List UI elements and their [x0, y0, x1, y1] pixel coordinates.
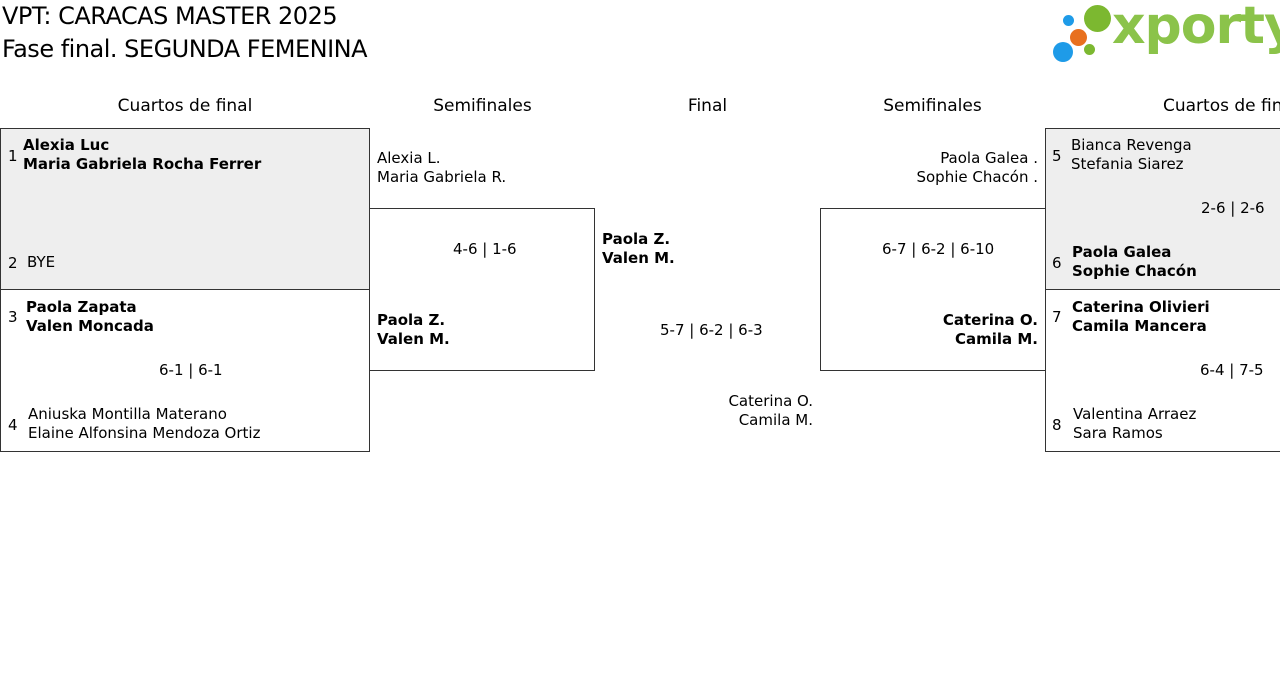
logo-dot-green-small [1084, 44, 1095, 55]
match-score: 6-1 | 6-1 [159, 361, 223, 379]
logo-dot-orange [1070, 29, 1087, 46]
seed-number: 8 [1052, 416, 1062, 434]
player-name: Caterina O. [942, 311, 1038, 329]
player-name: Valen Moncada [26, 317, 154, 335]
player-name: Alexia L. [377, 149, 441, 167]
team-entry[interactable]: Alexia Luc Maria Gabriela Rocha Ferrer [23, 136, 261, 174]
player-name: Maria Gabriela Rocha Ferrer [23, 155, 262, 173]
team-entry[interactable]: Alexia L. Maria Gabriela R. [377, 149, 506, 187]
right-sf-match[interactable] [820, 208, 1046, 371]
logo-dot-green-large [1084, 5, 1111, 32]
round-header-right-sf: Semifinales [883, 96, 982, 116]
round-header-left-qf: Cuartos de final [117, 96, 253, 116]
round-header-right-qf: Cuartos de final [1163, 96, 1280, 116]
player-name: Camila M. [954, 330, 1038, 348]
player-name: Stefania Siarez [1071, 155, 1184, 173]
player-name: Valen M. [377, 330, 450, 348]
page-title: VPT: CARACAS MASTER 2025 [2, 2, 338, 30]
xporty-logo[interactable]: xporty [1050, 0, 1280, 68]
team-entry[interactable]: Paola Zapata Valen Moncada [26, 298, 154, 336]
right-qf-match-2[interactable] [1045, 289, 1280, 452]
page-subtitle: Fase final. SEGUNDA FEMENINA [2, 35, 368, 63]
left-sf-match[interactable] [369, 208, 595, 371]
player-name: Caterina O. [728, 392, 813, 410]
player-name: Alexia Luc [23, 136, 110, 154]
match-score: 2-6 | 2-6 [1201, 199, 1265, 217]
seed-number: 5 [1052, 147, 1062, 165]
seed-number: 6 [1052, 254, 1062, 272]
left-qf-match-1[interactable] [0, 128, 370, 290]
player-name: Sophie Chacón . [916, 168, 1038, 186]
team-entry[interactable]: Paola Z. Valen M. [377, 311, 450, 349]
player-name: Camila M. [738, 411, 813, 429]
player-name: Sara Ramos [1073, 424, 1163, 442]
player-name: Camila Mancera [1072, 317, 1207, 335]
player-name: Bianca Revenga [1071, 136, 1192, 154]
player-name: Caterina Olivieri [1072, 298, 1210, 316]
team-entry[interactable]: Aniuska Montilla Materano Elaine Alfonsi… [28, 405, 260, 443]
seed-number: 4 [8, 416, 18, 434]
player-name: Maria Gabriela R. [377, 168, 507, 186]
team-entry: BYE [27, 253, 55, 272]
seed-number: 1 [8, 147, 18, 165]
player-name: Sophie Chacón [1072, 262, 1197, 280]
player-name: Paola Galea [1072, 243, 1172, 261]
player-name: Paola Zapata [26, 298, 137, 316]
player-name: Paola Z. [377, 311, 446, 329]
match-score: 6-7 | 6-2 | 6-10 [882, 240, 995, 258]
player-name: Aniuska Montilla Materano [28, 405, 227, 423]
logo-dot-blue-small [1063, 15, 1074, 26]
team-entry[interactable]: Paola Galea Sophie Chacón [1072, 243, 1197, 281]
player-name: Paola Galea . [940, 149, 1038, 167]
final-runner-up[interactable]: Caterina O. Camila M. [728, 392, 813, 430]
player-name: BYE [27, 253, 56, 271]
seed-number: 7 [1052, 308, 1062, 326]
player-name: Elaine Alfonsina Mendoza Ortiz [28, 424, 261, 442]
team-entry[interactable]: Paola Galea . Sophie Chacón . [916, 149, 1038, 187]
team-entry[interactable]: Caterina O. Camila M. [943, 311, 1038, 349]
player-name: Valentina Arraez [1073, 405, 1197, 423]
match-score: 6-4 | 7-5 [1200, 361, 1264, 379]
match-score: 4-6 | 1-6 [453, 240, 517, 258]
team-entry[interactable]: Caterina Olivieri Camila Mancera [1072, 298, 1210, 336]
player-name: Valen M. [602, 249, 675, 267]
seed-number: 2 [8, 254, 18, 272]
round-header-final: Final [687, 96, 728, 116]
logo-dot-blue [1053, 42, 1073, 62]
final-score: 5-7 | 6-2 | 6-3 [660, 321, 763, 339]
seed-number: 3 [8, 308, 18, 326]
team-entry[interactable]: Valentina Arraez Sara Ramos [1073, 405, 1196, 443]
team-entry[interactable]: Bianca Revenga Stefania Siarez [1071, 136, 1192, 174]
final-winner[interactable]: Paola Z. Valen M. [602, 230, 675, 268]
round-header-left-sf: Semifinales [433, 96, 532, 116]
logo-text: xporty [1112, 0, 1280, 56]
player-name: Paola Z. [602, 230, 671, 248]
